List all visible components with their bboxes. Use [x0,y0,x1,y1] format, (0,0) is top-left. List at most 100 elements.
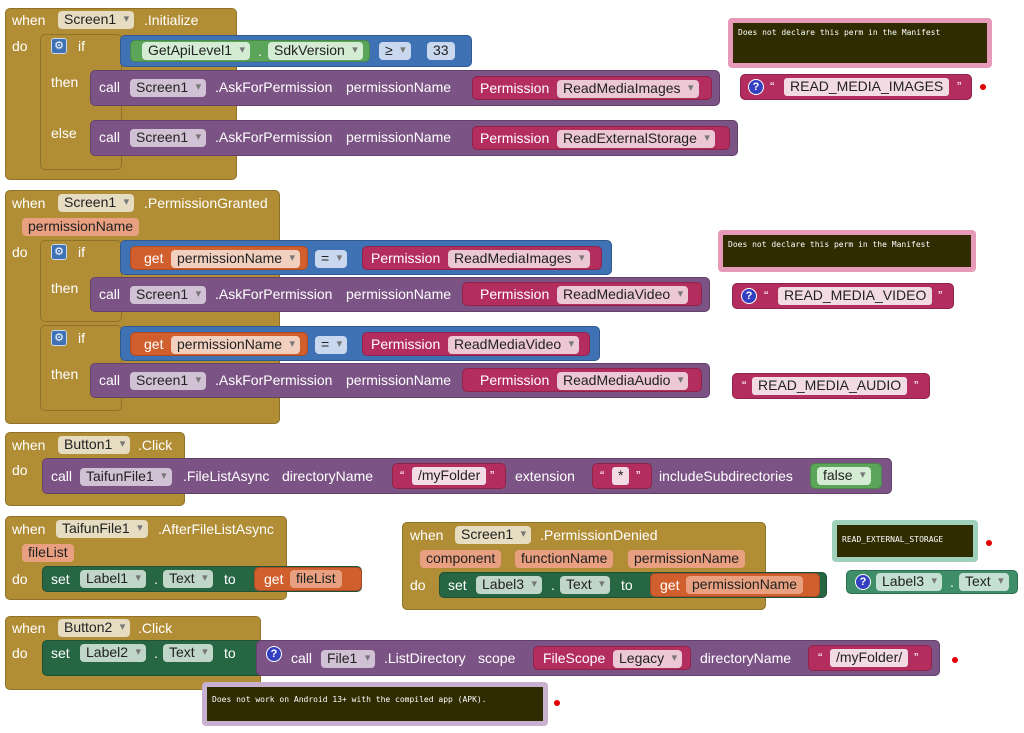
method-name: .ListDirectory [384,650,466,666]
close-quote: ” [957,79,962,94]
component-dropdown-taifunfile1[interactable]: TaifunFile1 [56,520,148,538]
event-name: .Initialize [144,12,199,28]
do-keyword: do [12,645,28,661]
permission-dropdown-read-media-images[interactable]: ReadMediaImages [448,250,590,268]
method-name: .AskForPermission [215,286,333,302]
component-dropdown-button2[interactable]: Button2 [58,619,131,637]
property-dropdown-text[interactable]: Text [560,576,610,594]
permission-keyword: Permission [371,336,441,352]
component-dropdown-label1[interactable]: Label1 [80,570,147,588]
call-component-dropdown[interactable]: Screen1 [130,79,207,97]
call-component-dropdown-file1[interactable]: File1 [321,650,376,668]
when-keyword: when [410,527,444,543]
warning-dot [952,657,958,663]
set-keyword: set [448,577,467,593]
component-dropdown-label3[interactable]: Label3 [476,576,543,594]
comment-text: Does not declare this perm in the Manife… [733,23,987,63]
comment-text: Does not declare this perm in the Manife… [723,235,971,267]
component-dropdown-screen1[interactable]: Screen1 [58,11,135,29]
comment-text: READ_EXTERNAL_STORAGE [837,525,973,557]
comment-bubble[interactable]: Does not declare this perm in the Manife… [718,230,976,272]
close-quote: ” [914,378,919,393]
mutator-gear-icon[interactable]: ⚙ [51,38,67,54]
filescope-keyword: FileScope [543,650,606,666]
param-label: permissionName [346,286,452,302]
to-keyword: to [224,571,236,587]
dot-separator: . [154,571,158,587]
permission-dropdown-read-external-storage[interactable]: ReadExternalStorage [557,130,715,148]
event-name: .Click [138,620,173,636]
call-component-dropdown[interactable]: Screen1 [130,286,207,304]
variable-dropdown[interactable]: permissionName [171,250,301,268]
number-33[interactable]: 33 [427,42,455,60]
comment-bubble[interactable]: READ_EXTERNAL_STORAGE [832,520,978,562]
param-label: permissionName [346,372,452,388]
boolean-dropdown-false[interactable]: false [817,467,871,485]
permission-dropdown-read-media-images[interactable]: ReadMediaImages [557,80,699,98]
call-keyword: call [51,468,73,484]
mutator-gear-icon[interactable]: ⚙ [51,330,67,346]
get-keyword: get [660,577,680,593]
call-keyword: call [99,129,121,145]
help-icon[interactable]: ? [266,646,282,662]
equals-operator-dropdown[interactable]: = [315,250,348,268]
text-value[interactable]: /myFolder/ [830,649,909,667]
when-keyword: when [12,620,46,636]
event-name: .PermissionGranted [144,195,268,211]
warning-dot [980,84,986,90]
close-quote: ” [914,650,919,665]
mutator-gear-icon[interactable]: ⚙ [51,244,67,260]
permission-dropdown-read-media-audio[interactable]: ReadMediaAudio [557,372,689,390]
comment-bubble[interactable]: Does not declare this perm in the Manife… [728,18,992,68]
property-dropdown-text[interactable]: Text [163,644,213,662]
get-keyword: get [144,250,164,266]
help-icon[interactable]: ? [748,79,764,95]
call-keyword: call [99,286,121,302]
method-name: .FileListAsync [183,468,270,484]
close-quote: ” [938,288,943,303]
call-component-dropdown[interactable]: Screen1 [130,372,207,390]
variable-dropdown[interactable]: permissionName [171,336,301,354]
filescope-dropdown-legacy[interactable]: Legacy [613,650,683,668]
call-component-dropdown[interactable]: Screen1 [130,129,207,147]
component-dropdown-screen1[interactable]: Screen1 [58,194,135,212]
text-value[interactable]: READ_MEDIA_AUDIO [752,377,908,395]
property-dropdown-text[interactable]: Text [163,570,213,588]
call-component-dropdown[interactable]: TaifunFile1 [80,468,172,486]
api-level-dropdown[interactable]: GetApiLevel1 [142,42,251,60]
param-component[interactable]: component [420,550,502,568]
dot-separator: . [154,645,158,661]
text-value[interactable]: * [612,467,630,485]
comment-bubble[interactable]: Does not work on Android 13+ with the co… [202,682,548,726]
open-quote: “ [770,79,775,94]
component-dropdown-label3[interactable]: Label3 [876,573,943,591]
else-keyword: else [51,125,77,141]
component-dropdown-button1[interactable]: Button1 [58,436,131,454]
event-name: .Click [138,437,173,453]
get-keyword: get [264,571,284,587]
text-value[interactable]: READ_MEDIA_IMAGES [784,78,950,96]
help-icon[interactable]: ? [855,574,871,590]
do-keyword: do [12,571,28,587]
property-dropdown-text[interactable]: Text [959,573,1009,591]
open-quote: “ [764,288,769,303]
text-value[interactable]: READ_MEDIA_VIDEO [778,287,933,305]
component-dropdown-label2[interactable]: Label2 [80,644,147,662]
text-value[interactable]: /myFolder [412,467,487,485]
permission-dropdown-read-media-video[interactable]: ReadMediaVideo [557,286,689,304]
compare-operator-dropdown[interactable]: ≥ [379,42,411,60]
set-keyword: set [51,645,70,661]
param-permission-name[interactable]: permissionName [628,550,746,568]
then-keyword: then [51,366,79,382]
variable-permission-name[interactable]: permissionName [686,576,804,594]
component-dropdown-screen1[interactable]: Screen1 [455,526,532,544]
param-function-name[interactable]: functionName [515,550,614,568]
event-name: .PermissionDenied [540,527,658,543]
sdk-version-dropdown[interactable]: SdkVersion [268,42,363,60]
variable-file-list[interactable]: fileList [290,570,342,588]
equals-operator-dropdown[interactable]: = [315,336,348,354]
param-file-list[interactable]: fileList [22,544,74,562]
param-permission-name[interactable]: permissionName [22,218,140,236]
help-icon[interactable]: ? [741,288,757,304]
permission-dropdown-read-media-video[interactable]: ReadMediaVideo [448,336,580,354]
